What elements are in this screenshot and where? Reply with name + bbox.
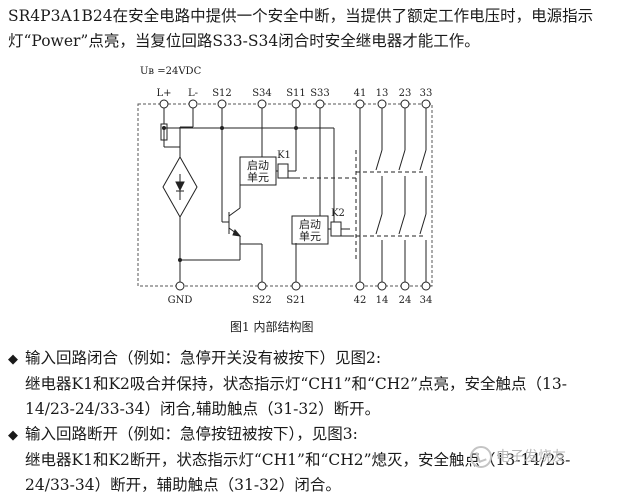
watermark-logo-icon xyxy=(470,446,492,468)
relay-k1-name: K1 xyxy=(277,150,291,161)
relay-k2-name: K2 xyxy=(331,208,345,219)
figure-caption: 图1 内部结构图 xyxy=(230,320,314,334)
terminal-33 xyxy=(421,99,431,109)
bullet-heading: 输入回路断开（例如：急停按钮被按下），见图3: xyxy=(25,425,358,443)
label-bottom-3: 42 xyxy=(354,295,367,306)
relay-k2-unit xyxy=(291,215,329,245)
label-top-1: L- xyxy=(188,88,198,99)
label-top-7: 13 xyxy=(376,88,389,99)
label-bottom-6: 34 xyxy=(420,295,433,306)
terminal-23 xyxy=(400,99,410,109)
internal-structure-diagram: L+ L- S12 S34 S11 S33 41 13 23 33 GND S2… xyxy=(137,88,433,306)
label-top-6: 41 xyxy=(354,88,367,99)
relay-k2-line2: 单元 xyxy=(299,230,321,243)
bullet-item: ◆ 输入回路闭合（例如：急停开关没有被按下）见图2: 继电器K1和K2吸合并保持，… xyxy=(8,346,614,422)
bullet-detail: 继电器K1和K2吸合并保持，状态指示灯“CH1”和“CH2”点亮，安全触点（13… xyxy=(25,375,568,418)
relay-k2-coil xyxy=(330,221,342,237)
terminal-s34 xyxy=(257,99,267,109)
label-top-2: S12 xyxy=(212,88,232,99)
label-top-8: 23 xyxy=(399,88,412,99)
watermark-text: 电子发烧友 xyxy=(496,449,566,465)
terminal-14 xyxy=(377,281,387,291)
terminal-lminus xyxy=(188,99,198,109)
label-top-5: S33 xyxy=(310,88,330,99)
terminal-34 xyxy=(421,281,431,291)
terminal-41 xyxy=(355,99,365,109)
terminal-s11 xyxy=(291,99,301,109)
label-bottom-4: 14 xyxy=(376,295,389,306)
label-top-3: S34 xyxy=(252,88,272,99)
watermark: 电子发烧友 xyxy=(470,446,566,468)
relay-k1-line2: 单元 xyxy=(247,171,269,184)
terminal-s22 xyxy=(257,281,267,291)
terminal-s33 xyxy=(315,99,325,109)
terminal-42 xyxy=(355,281,365,291)
bullet-list: ◆ 输入回路闭合（例如：急停开关没有被按下）见图2: 继电器K1和K2吸合并保持，… xyxy=(8,346,614,498)
terminal-lplus xyxy=(159,99,169,109)
label-bottom-2: S21 xyxy=(286,295,306,306)
terminal-gnd xyxy=(175,281,185,291)
relay-k2-line1: 启动 xyxy=(299,218,321,231)
module-outline xyxy=(137,103,433,287)
relay-k1-line1: 启动 xyxy=(247,159,269,172)
label-bottom-5: 24 xyxy=(399,295,412,306)
label-top-9: 33 xyxy=(420,88,433,99)
diamond-bullet-icon: ◆ xyxy=(8,352,18,367)
supply-voltage-label: Uʙ =24VDC xyxy=(140,66,202,77)
bullet-heading: 输入回路闭合（例如：急停开关没有被按下）见图2: xyxy=(25,349,382,367)
diamond-bullet-icon: ◆ xyxy=(8,428,18,443)
label-bottom-1: S22 xyxy=(252,295,272,306)
terminal-s21 xyxy=(291,281,301,291)
terminal-24 xyxy=(400,281,410,291)
intro-paragraph: SR4P3A1B24在安全电路中提供一个安全中断，当提供了额定工作电压时，电源指… xyxy=(8,7,594,50)
label-top-4: S11 xyxy=(286,88,306,99)
label-top-0: L+ xyxy=(156,88,171,99)
terminal-s12 xyxy=(217,99,227,109)
label-bottom-0: GND xyxy=(168,295,193,306)
relay-k1-coil xyxy=(277,163,289,179)
terminal-13 xyxy=(377,99,387,109)
